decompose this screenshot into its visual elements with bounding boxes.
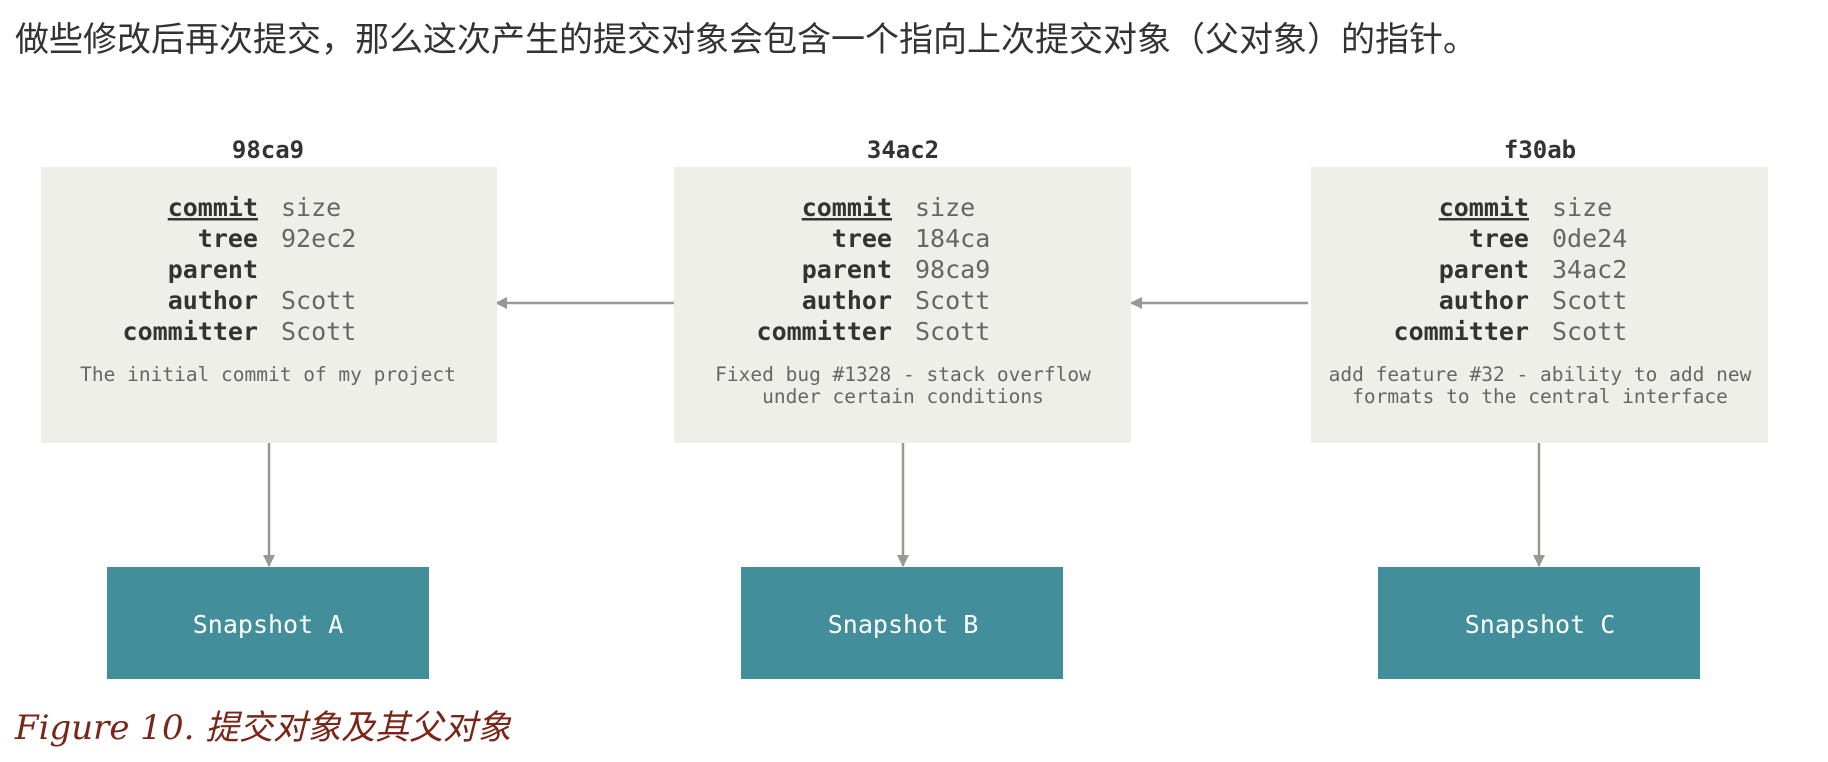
field-label-parent: parent xyxy=(1439,255,1529,284)
field-value-parent: 98ca9 xyxy=(915,255,990,284)
snapshot-box xyxy=(107,567,429,679)
commit-message-line2: formats to the central interface xyxy=(1352,385,1728,408)
field-label-parent: parent xyxy=(168,255,258,284)
snapshot-label: Snapshot A xyxy=(193,610,344,639)
field-label-author: author xyxy=(802,286,892,315)
field-label-commit: commit xyxy=(168,193,258,222)
snapshot-box xyxy=(741,567,1063,679)
field-label-committer: committer xyxy=(123,317,258,346)
field-value-tree: 92ec2 xyxy=(281,224,356,253)
field-label-author: author xyxy=(168,286,258,315)
field-value-author: Scott xyxy=(281,286,356,315)
field-label-tree: tree xyxy=(198,224,258,253)
field-value-author: Scott xyxy=(1552,286,1627,315)
field-value-author: Scott xyxy=(915,286,990,315)
field-value-tree: 184ca xyxy=(915,224,990,253)
commit-message-line1: add feature #32 - ability to add new xyxy=(1329,363,1752,386)
field-label-commit: commit xyxy=(802,193,892,222)
commit-id: 98ca9 xyxy=(232,136,304,164)
field-label-commit: commit xyxy=(1439,193,1529,222)
commit-message-line2: under certain conditions xyxy=(762,385,1044,408)
commit-node: 34ac2 commit size tree 184ca parent 98ca… xyxy=(674,136,1131,679)
field-value-committer: Scott xyxy=(281,317,356,346)
field-label-committer: committer xyxy=(1394,317,1529,346)
commit-message-line1: The initial commit of my project xyxy=(80,363,456,386)
field-value-commit: size xyxy=(1552,193,1612,222)
commit-node: 98ca9 commit size tree 92ec2 parent auth… xyxy=(41,136,497,679)
commit-id: 34ac2 xyxy=(867,136,939,164)
field-label-tree: tree xyxy=(1469,224,1529,253)
snapshot-label: Snapshot B xyxy=(828,610,979,639)
field-value-commit: size xyxy=(915,193,975,222)
field-value-committer: Scott xyxy=(915,317,990,346)
field-label-parent: parent xyxy=(802,255,892,284)
snapshot-box xyxy=(1378,567,1700,679)
figure-caption: Figure 10. 提交对象及其父对象 xyxy=(15,708,512,748)
commit-message-line1: Fixed bug #1328 - stack overflow xyxy=(715,363,1091,386)
commit-box xyxy=(674,167,1131,443)
field-value-parent: 34ac2 xyxy=(1552,255,1627,284)
field-label-tree: tree xyxy=(832,224,892,253)
commit-box xyxy=(1311,167,1768,443)
snapshot-label: Snapshot C xyxy=(1465,610,1616,639)
field-label-committer: committer xyxy=(757,317,892,346)
field-value-commit: size xyxy=(281,193,341,222)
intro-paragraph: 做些修改后再次提交，那么这次产生的提交对象会包含一个指向上次提交对象（父对象）的… xyxy=(15,20,1477,60)
field-label-author: author xyxy=(1439,286,1529,315)
field-value-tree: 0de24 xyxy=(1552,224,1627,253)
field-value-committer: Scott xyxy=(1552,317,1627,346)
commit-box xyxy=(41,167,497,443)
commit-id: f30ab xyxy=(1504,136,1576,164)
commit-node: f30ab commit size tree 0de24 parent 34ac… xyxy=(1311,136,1768,679)
